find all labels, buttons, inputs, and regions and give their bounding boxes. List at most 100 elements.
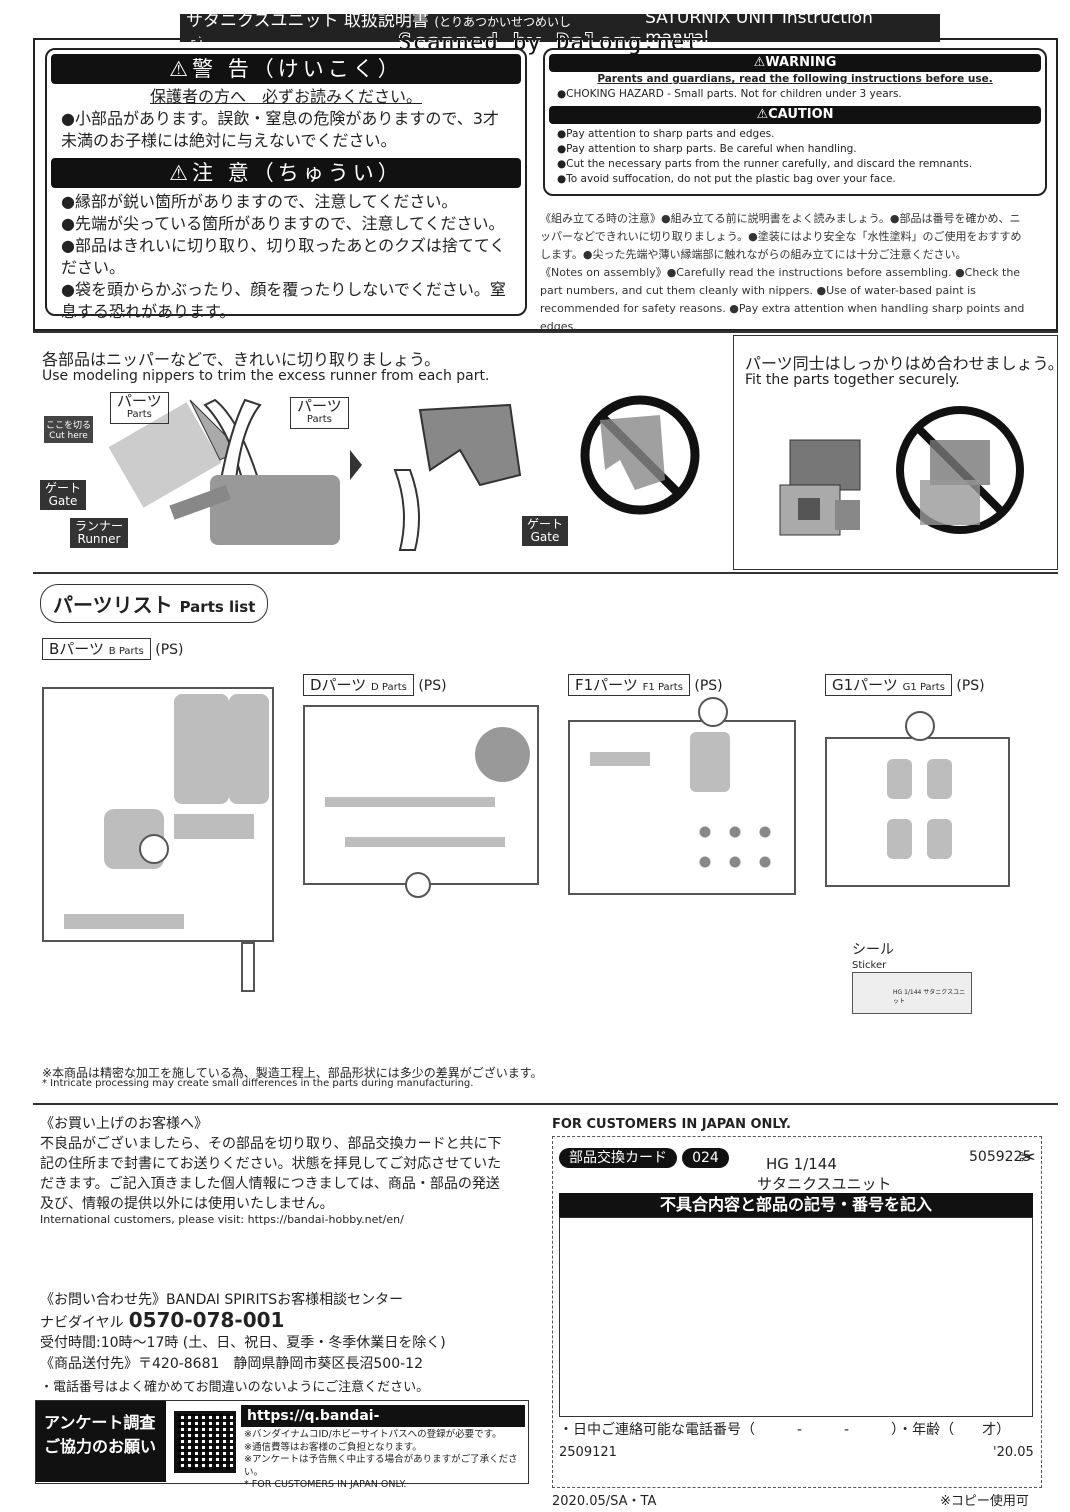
runner-hub [905, 711, 935, 741]
assembly-notes: 《組み立てる時の注意》●組み立てる前に説明書をよく読みましょう。●部品は番号を確… [540, 210, 1028, 336]
runner-part [325, 797, 495, 807]
card-instruction-bar: 不具合内容と部品の記号・番号を記入 [559, 1193, 1033, 1217]
section-divider [33, 1103, 1058, 1105]
fit-section-box [733, 335, 1058, 570]
runner-f1 [568, 697, 796, 895]
jp-warning-subtitle: 保護者の方へ 必ずお読みください。 [149, 87, 422, 106]
contact-line: 《お問い合わせ先》BANDAI SPIRITSお客様相談センター [40, 1292, 404, 1308]
address-line: 《商品送付先》〒420-8681 静岡県静岡市葵区長沼500-12 [40, 1356, 423, 1372]
phone-note: ・電話番号はよく確かめてお間違いのないようにご注意ください。 [40, 1380, 430, 1395]
runner-hub [139, 834, 169, 864]
survey-title: アンケート調査ご協力のお願い [36, 1401, 166, 1482]
footer-left: 2020.05/SA・TA [552, 1494, 657, 1509]
japan-only-label: FOR CUSTOMERS IN JAPAN ONLY. [552, 1117, 791, 1132]
runner-d-label: Dパーツ D Parts (PS) [303, 674, 447, 696]
jp-warning-text: ●小部品があります。誤飲・窒息の危険がありますので、3才未満のお子様には絶対に与… [61, 109, 499, 150]
card-product-name: サタニクスユニット [757, 1175, 892, 1193]
runner-part [174, 814, 254, 839]
exchange-card: 部品交換カード 024 HG 1/144 サタニクスユニット 5059225 ✂… [552, 1136, 1042, 1488]
manufacturing-note-jp: ※本商品は精密な加工を施している為、製造工程上、部品形状には多少の差異がございま… [42, 1066, 543, 1080]
runner-part [475, 727, 530, 782]
runner-part [690, 817, 780, 877]
parts-list-title: パーツリスト Parts list [40, 584, 269, 623]
jp-caution-title: ⚠注 意（ちゅうい） [51, 158, 521, 188]
manual-header: サタニクスユニット 取扱説明書 (とりあつかいせつめいしょ) SATURNIX … [180, 8, 940, 49]
nipper-instruction-jp: 各部品はニッパーなどで、きれいに切り取りましょう。 [42, 350, 441, 369]
card-left-code: 2509121 [559, 1445, 617, 1460]
fit-instruction-jp: パーツ同士はしっかりはめ合わせましょう。 [745, 354, 1064, 373]
card-code: 5059225 [969, 1149, 1032, 1165]
runner-hub [405, 872, 431, 898]
fit-instruction-en: Fit the parts together securely. [745, 372, 960, 388]
runner-part [887, 759, 912, 799]
survey-notes: ※バンダイナムコID/ホビーサイトパスへの登録が必要です。 ※通信費等はお客様の… [244, 1429, 518, 1490]
jp-warning-title: ⚠警 告（けいこく） [51, 54, 521, 84]
en-caution-title: ⚠CAUTION [549, 106, 1041, 124]
section-divider [33, 572, 1058, 574]
runner-part [174, 694, 229, 804]
card-write-area[interactable] [559, 1217, 1033, 1417]
en-caution-item: ●Pay attention to sharp parts and edges. [557, 128, 775, 140]
jp-caution-item: ●袋を頭からかぶったり、顔を覆ったりしないでください。窒息する恐れがあります。 [61, 280, 506, 321]
jp-caution-item: ●縁部が鋭い箇所がありますので、注意してください。 [61, 192, 458, 211]
qr-code [174, 1411, 236, 1473]
survey-box: アンケート調査ご協力のお願い https://q.bandai-hobby.ne… [35, 1400, 529, 1490]
nipper-instruction-en: Use modeling nippers to trim the excess … [42, 368, 490, 384]
runner-tab [241, 942, 255, 992]
runner-b-label: Bパーツ B Parts (PS) [42, 638, 184, 660]
runner-g1-label: G1パーツ G1 Parts (PS) [825, 674, 985, 696]
card-label: 部品交換カード 024 [559, 1147, 729, 1168]
en-warning-text: ●CHOKING HAZARD - Small parts. Not for c… [557, 88, 902, 100]
fit-illustration [779, 406, 1024, 536]
footer-right: ※コピー使用可 [940, 1494, 1029, 1509]
hours-line: 受付時間:10時〜17時 (土、日、祝日、夏季・冬季休業日を除く) [40, 1335, 446, 1351]
runner-part [229, 694, 269, 804]
runner-f1-label: F1パーツ F1 Parts (PS) [568, 674, 723, 696]
international-note: International customers, please visit: h… [40, 1213, 404, 1226]
en-warning-box: ⚠WARNING Parents and guardians, read the… [543, 48, 1047, 196]
runner-d [303, 705, 539, 898]
phone-line: ナビダイヤル 0570-078-001 [40, 1308, 285, 1332]
runner-part [345, 837, 505, 847]
manufacturing-note-en: * Intricate processing may create small … [42, 1078, 474, 1089]
runner-part [690, 732, 730, 792]
jp-caution-item: ●先端が尖っている箇所がありますので、注意してください。 [61, 214, 505, 233]
customer-body: 不良品がございましたら、その部品を切り取り、部品交換カードと共に下記の住所まで封… [40, 1136, 502, 1212]
runner-hub [698, 697, 728, 727]
en-warning-title: ⚠WARNING [549, 54, 1041, 72]
jp-warning-box: ⚠警 告（けいこく） 保護者の方へ 必ずお読みください。 ●小部品があります。誤… [45, 48, 527, 321]
sticker-text: HG 1/144 サタニクスユニット [893, 989, 966, 1005]
assembly-notes-en: 《Notes on assembly》●Carefully read the i… [540, 266, 1025, 333]
en-warning-subtitle: Parents and guardians, read the followin… [597, 73, 993, 85]
card-product-line: HG 1/144 [766, 1155, 837, 1173]
runner-part [64, 914, 184, 929]
jp-caution-item: ●部品はきれいに切り取り、切り取ったあとのクズは捨ててください。 [61, 236, 506, 277]
section-divider [33, 331, 1058, 333]
runner-part [590, 752, 650, 766]
runner-part [927, 759, 952, 799]
assembly-notes-jp: 《組み立てる時の注意》●組み立てる前に説明書をよく読みましょう。●部品は番号を確… [540, 212, 1022, 261]
runner-part [887, 819, 912, 859]
customer-heading: 《お買い上げのお客様へ》 [40, 1116, 208, 1132]
runner-b [42, 687, 274, 942]
en-caution-item: ●To avoid suffocation, do not put the pl… [557, 173, 896, 185]
survey-url-link[interactable]: https://q.bandai-hobby.net/enquete/ [241, 1405, 525, 1446]
card-right-code: '20.05 [993, 1445, 1034, 1460]
runner-part [927, 819, 952, 859]
sticker-sheet: HG 1/144 サタニクスユニット [852, 972, 972, 1014]
header-title-jp: サタニクスユニット 取扱説明書 (とりあつかいせつめいしょ) [186, 10, 571, 49]
card-phone-field[interactable]: ・日中ご連絡可能な電話番号（ - - ）・年齢（ 才） [559, 1422, 1011, 1438]
scissors-icon: ✂ [1019, 1145, 1036, 1169]
nipper-illustration [108, 395, 700, 551]
en-caution-item: ●Cut the necessary parts from the runner… [557, 158, 973, 170]
en-caution-item: ●Pay attention to sharp parts. Be carefu… [557, 143, 857, 155]
safety-section [33, 38, 1058, 331]
runner-g1 [825, 711, 1010, 887]
